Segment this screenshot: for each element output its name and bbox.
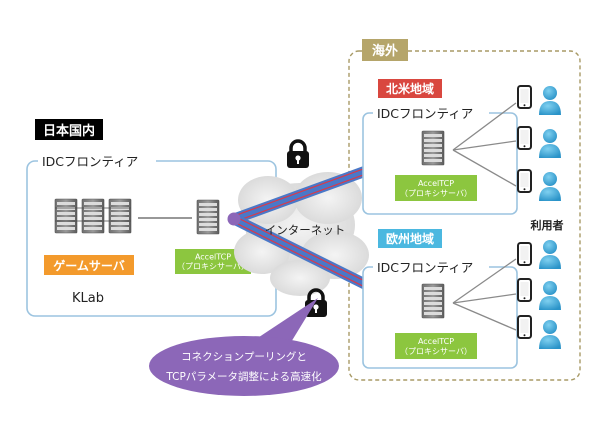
proxy-label-line: （プロキシサーバ）	[400, 347, 472, 356]
overseas-label: 海外	[372, 43, 398, 59]
padlock-icon	[285, 139, 311, 170]
server-rack-icon	[54, 198, 78, 234]
europe-label: 欧州地域	[386, 231, 434, 246]
north-america-users	[517, 85, 561, 201]
smartphone-icon	[517, 126, 532, 150]
person-icon	[539, 320, 561, 349]
japan-idc-label: IDCフロンティア	[42, 154, 138, 169]
game-server-label-bg	[44, 255, 134, 275]
japan-region-label: 日本国内	[43, 123, 95, 139]
person-icon	[539, 86, 561, 115]
europe-user-links	[452, 258, 517, 331]
europe-idc-label: IDCフロンティア	[377, 260, 473, 275]
smartphone-icon	[517, 85, 532, 109]
north-america-label: 北米地域	[386, 81, 434, 96]
proxy-label-line: AccelTCP	[195, 253, 231, 262]
server-rack-icon	[81, 198, 105, 234]
tunnel-node-japan	[227, 212, 241, 226]
japan-idc-box	[26, 160, 277, 317]
person-icon	[539, 129, 561, 158]
users-label: 利用者	[531, 218, 564, 232]
callout-line1: コネクションプーリングと	[181, 350, 307, 363]
person-icon	[539, 281, 561, 310]
europe-proxy-label-bg	[395, 333, 477, 359]
game-server-cluster	[54, 198, 132, 234]
north-america-proxy-label: AccelTCP（プロキシサーバ）	[400, 179, 472, 198]
callout-line2: TCPパラメータ調整による高速化	[165, 370, 322, 383]
server-rack-icon	[421, 283, 445, 319]
smartphone-icon	[517, 278, 532, 302]
smartphone-icon	[517, 242, 532, 266]
overseas-label-bg	[362, 39, 408, 61]
proxy-label-line: AccelTCP	[418, 179, 454, 188]
north-america-idc-label: IDCフロンティア	[377, 106, 473, 121]
north-america-proxy-label-bg	[395, 175, 477, 201]
smartphone-icon	[517, 169, 532, 193]
japan-proxy-label: AccelTCP（プロキシサーバ）	[177, 253, 249, 272]
server-rack-icon	[421, 130, 445, 166]
europe-users	[517, 240, 561, 349]
europe-label-bg	[378, 229, 442, 248]
smartphone-icon	[517, 315, 532, 339]
north-america-label-bg	[378, 79, 442, 98]
japan-region-label-bg	[35, 119, 103, 140]
europe-proxy-label: AccelTCP（プロキシサーバ）	[400, 337, 472, 356]
proxy-label-line: （プロキシサーバ）	[400, 189, 472, 198]
game-server-label: ゲームサーバ	[53, 258, 125, 273]
server-rack-icon	[108, 198, 132, 234]
internet-label: インターネット	[265, 223, 346, 237]
person-icon	[539, 240, 561, 269]
speed-callout	[149, 298, 339, 396]
server-rack-icon	[196, 199, 220, 235]
person-icon	[539, 172, 561, 201]
north-america-user-links	[452, 102, 517, 187]
proxy-label-line: AccelTCP	[418, 337, 454, 346]
proxy-label-line: （プロキシサーバ）	[177, 262, 249, 271]
company-label: KLab	[72, 291, 104, 306]
